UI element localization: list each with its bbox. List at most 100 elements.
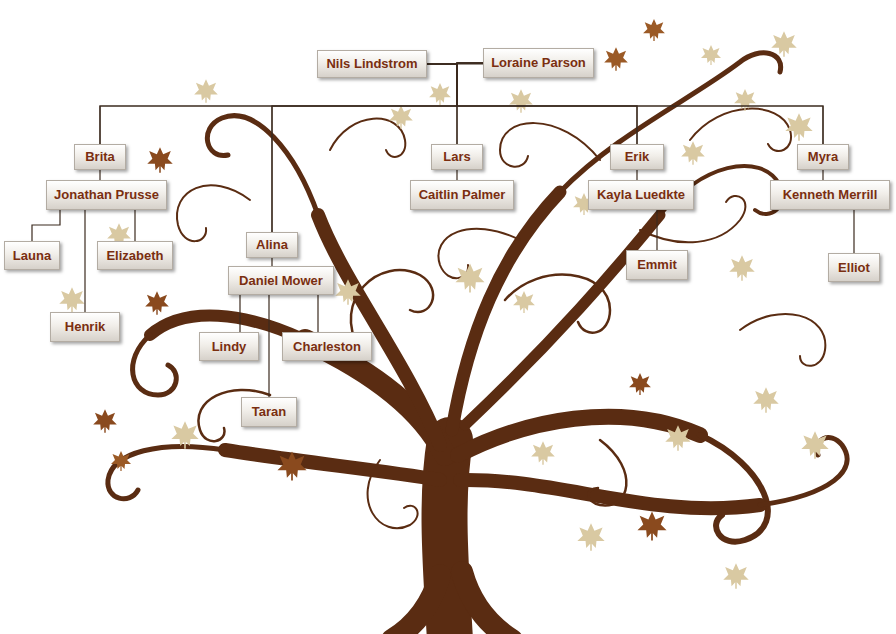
tree-swirl [368,460,418,528]
family-line [84,210,85,312]
person-box: Loraine Parson [483,48,594,78]
person-box: Elizabeth [97,241,173,270]
tree-branch [225,450,440,480]
person-name: Myra [808,149,838,165]
tree-swirl [177,185,250,241]
person-box: Charleston [282,332,372,361]
leaf [59,287,84,312]
person-name: Nils Lindstrom [326,56,417,72]
leaf [753,387,778,412]
person-name: Jonathan Prusse [54,187,159,203]
family-line [239,295,240,332]
tree-swirl [690,109,791,151]
leaf [93,409,117,433]
leaf [665,425,690,450]
leaf [637,511,666,540]
person-box: Henrik [50,312,120,342]
leaf [145,291,169,315]
family-line [636,170,637,180]
leaf [723,563,748,588]
person-name: Lars [443,149,470,165]
leaf [801,431,828,458]
person-box: Launa [4,241,60,270]
leaf [509,89,533,113]
leaf [194,79,218,103]
person-name: Brita [85,149,115,165]
leaf [729,255,754,280]
person-box: Kayla Luedkte [588,180,694,210]
person-box: Caitlin Palmer [410,180,514,210]
person-box: Brita [74,144,126,170]
tree-branch [465,215,660,425]
leaf [734,89,756,111]
leaf [171,421,198,448]
family-line [822,170,823,180]
leaf [785,113,812,140]
person-box: Lindy [199,332,259,361]
person-box: Daniel Mower [228,266,334,295]
person-box: Erik [610,144,664,170]
family-line [99,170,100,180]
tree-swirl [588,440,626,505]
person-name: Launa [13,248,51,264]
tree-swirl [740,314,825,366]
person-box: Taran [241,397,297,427]
person-name: Charleston [293,339,361,355]
leaf [681,141,705,165]
leaf [455,263,484,292]
leaf [629,373,651,395]
leaf [643,19,665,41]
person-name: Daniel Mower [239,273,323,289]
family-line [656,210,657,250]
person-box: Jonathan Prusse [46,180,167,210]
tree-swirl [500,123,600,167]
leaf [513,291,535,313]
leaf [429,83,451,105]
leaf [335,279,360,304]
person-name: Elliot [838,260,870,276]
leaf [531,441,555,465]
family-line [317,295,318,332]
person-box: Myra [797,144,849,170]
person-box: Lars [431,144,483,170]
tree-branch [318,215,440,445]
tree-branch [458,417,700,455]
tree-root [462,572,512,634]
person-name: Lindy [212,339,247,355]
leaf [577,523,604,550]
tree-trunk [445,440,450,634]
person-name: Erik [625,149,650,165]
person-box: Emmit [626,250,688,280]
leaf [147,147,172,172]
person-name: Taran [252,404,286,420]
family-line [427,64,457,144]
leaf [277,451,306,480]
tree-root [392,575,440,634]
person-name: Alina [256,237,288,253]
leaf [111,451,131,471]
person-name: Kenneth Merrill [783,187,878,203]
person-name: Henrik [65,319,105,335]
person-name: Elizabeth [106,248,163,264]
family-line [134,210,135,241]
family-line [268,295,269,397]
person-box: Alina [246,232,298,258]
tree-branch [700,435,768,542]
person-box: Nils Lindstrom [317,50,427,78]
tree-branch [207,116,318,215]
person-name: Emmit [637,257,677,273]
leaf [701,45,721,65]
family-line [456,170,457,180]
person-name: Loraine Parson [491,55,586,71]
leaf [389,105,413,129]
family-line [457,63,483,144]
person-name: Caitlin Palmer [419,187,506,203]
tree-branch [452,192,560,430]
family-line [271,258,272,266]
leaf [604,47,628,71]
family-line [32,210,60,241]
